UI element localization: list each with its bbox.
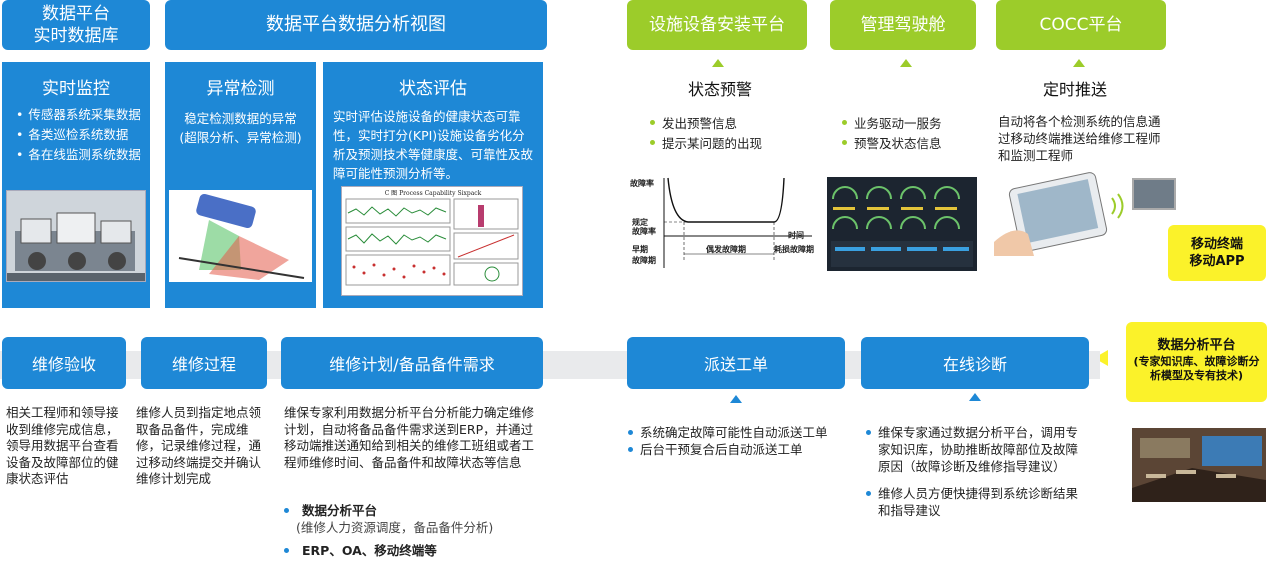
- status-text: 实时评估设施设备的健康状态可靠性，实时打分(KPI)设施设备劣化分析及预测技术等…: [333, 109, 534, 181]
- status-panel: 状态评估 实时评估设施设备的健康状态可靠性，实时打分(KPI)设施设备劣化分析及…: [323, 62, 543, 308]
- cockpit-tab[interactable]: 管理驾驶舱: [830, 0, 976, 50]
- tablet-image: [994, 172, 1130, 256]
- plan-bullet-platform: 数据分析平台 (维修人力资源调度，备品备件分析): [284, 502, 542, 536]
- diagnosis-arrow: [969, 393, 981, 401]
- monitor-list: 传感器系统采集数据 各类巡检系统数据 各在线监测系统数据: [2, 105, 150, 165]
- dispatch-item: 系统确定故障可能性自动派送工单: [628, 424, 848, 441]
- analysis-view-tab[interactable]: 数据平台数据分析视图: [165, 0, 547, 50]
- plan-bullets: 数据分析平台 (维修人力资源调度，备品备件分析) ERP、OA、移动终端等: [284, 502, 542, 559]
- curve-wear-label: 耗损故障期: [774, 245, 814, 254]
- green-arrow-3: [1073, 59, 1085, 67]
- scanner-image: [169, 190, 312, 282]
- diagnosis-item: 维保专家通过数据分析平台，调用专家知识库，协助推断故障部位及故障原因（故障诊断及…: [866, 424, 1088, 475]
- capability-chart-image: C 图 Process Capability Sixpack: [341, 186, 523, 296]
- alert-item: 发出预警信息: [650, 114, 810, 134]
- alert-list: 发出预警信息 提示某问题的出现: [650, 114, 810, 154]
- alert-heading: 状态预警: [687, 80, 752, 99]
- data-platform-box[interactable]: 数据分析平台 (专家知识库、故障诊断分析模型及专有技术): [1126, 322, 1267, 402]
- plan-desc: 维保专家利用数据分析平台分析能力确定维修计划，自动将备品备件需求送到ERP，并通…: [284, 405, 535, 470]
- process-desc: 维修人员到指定地点领取备品备件，完成维修，记录维修过程，通过移动终端提交并确认维…: [136, 405, 262, 486]
- plan-bullet-sub: (维修人力资源调度，备品备件分析): [296, 520, 494, 535]
- diagnosis-list: 维保专家通过数据分析平台，调用专家知识库，协助推断故障部位及故障原因（故障诊断及…: [866, 424, 1088, 519]
- curve-y-label: 故障率: [630, 179, 654, 188]
- monitor-title: 实时监控: [42, 79, 110, 99]
- push-text: 自动将各个检测系统的信息通过移动终端推送给维修工程师和监测工程师: [998, 114, 1161, 163]
- machine-photo: [6, 190, 146, 282]
- panel-device-image: [1132, 178, 1176, 210]
- status-title: 状态评估: [399, 79, 467, 99]
- acceptance-step[interactable]: 维修验收: [2, 337, 126, 389]
- dispatch-list: 系统确定故障可能性自动派送工单 后台干预复合后自动派送工单: [628, 424, 848, 458]
- curve-early-label: 早期 故障期: [632, 245, 656, 265]
- plan-step[interactable]: 维修计划/备品备件需求: [281, 337, 543, 389]
- diagnosis-item: 维修人员方便快捷得到系统诊断结果和指导建议: [866, 485, 1088, 519]
- monitor-item: 各类巡检系统数据: [16, 125, 150, 145]
- curve-rated-label: 规定 故障率: [632, 218, 656, 236]
- cockpit-item: 预警及状态信息: [842, 134, 992, 154]
- cockpit-item: 业务驱动一服务: [842, 114, 992, 134]
- push-heading: 定时推送: [1042, 80, 1107, 99]
- bathtub-curve: 故障率 规定 故障率 早期 故障期 偶发故障期 耗损故障期 时间: [628, 174, 814, 270]
- monitor-panel: 实时监控 传感器系统采集数据 各类巡检系统数据 各在线监测系统数据: [2, 62, 150, 308]
- anomaly-text: 稳定检测数据的异常 (超限分析、异常检测): [179, 111, 302, 145]
- cocc-tab[interactable]: COCC平台: [996, 0, 1166, 50]
- dashboard-image: [827, 177, 977, 271]
- data-platform-sub: (专家知识库、故障诊断分析模型及专有技术): [1133, 355, 1260, 382]
- dispatch-arrow: [730, 395, 742, 403]
- install-platform-tab[interactable]: 设施设备安装平台: [627, 0, 807, 50]
- capability-chart-title: C 图 Process Capability Sixpack: [385, 190, 482, 197]
- green-arrow-2: [900, 59, 912, 67]
- acceptance-desc: 相关工程师和领导接收到维修完成信息，领导用数据平台查看设备及故障部位的健康状态评…: [6, 405, 119, 486]
- control-room-image: [1132, 428, 1266, 502]
- realtime-db-tab[interactable]: 数据平台 实时数据库: [2, 0, 150, 50]
- plan-bullet-erp: ERP、OA、移动终端等: [284, 542, 542, 559]
- plan-bullet-erp-label: ERP、OA、移动终端等: [302, 543, 437, 558]
- alert-item: 提示某问题的出现: [650, 134, 810, 154]
- data-platform-title: 数据分析平台: [1157, 338, 1236, 353]
- plan-bullet-title: 数据分析平台: [302, 503, 378, 518]
- diagnosis-step[interactable]: 在线诊断: [861, 337, 1089, 389]
- monitor-item: 各在线监测系统数据: [16, 145, 150, 165]
- monitor-item: 传感器系统采集数据: [16, 105, 150, 125]
- curve-random-label: 偶发故障期: [706, 245, 746, 254]
- cockpit-list: 业务驱动一服务 预警及状态信息: [842, 114, 992, 154]
- dispatch-item: 后台干预复合后自动派送工单: [628, 441, 848, 458]
- mobile-app-box[interactable]: 移动终端 移动APP: [1168, 225, 1266, 281]
- curve-time-label: 时间: [788, 231, 804, 240]
- anomaly-title: 异常检测: [206, 79, 275, 99]
- green-arrow-1: [712, 59, 724, 67]
- dispatch-step[interactable]: 派送工单: [627, 337, 845, 389]
- process-step[interactable]: 维修过程: [141, 337, 267, 389]
- anomaly-panel: 异常检测 稳定检测数据的异常 (超限分析、异常检测): [165, 62, 316, 308]
